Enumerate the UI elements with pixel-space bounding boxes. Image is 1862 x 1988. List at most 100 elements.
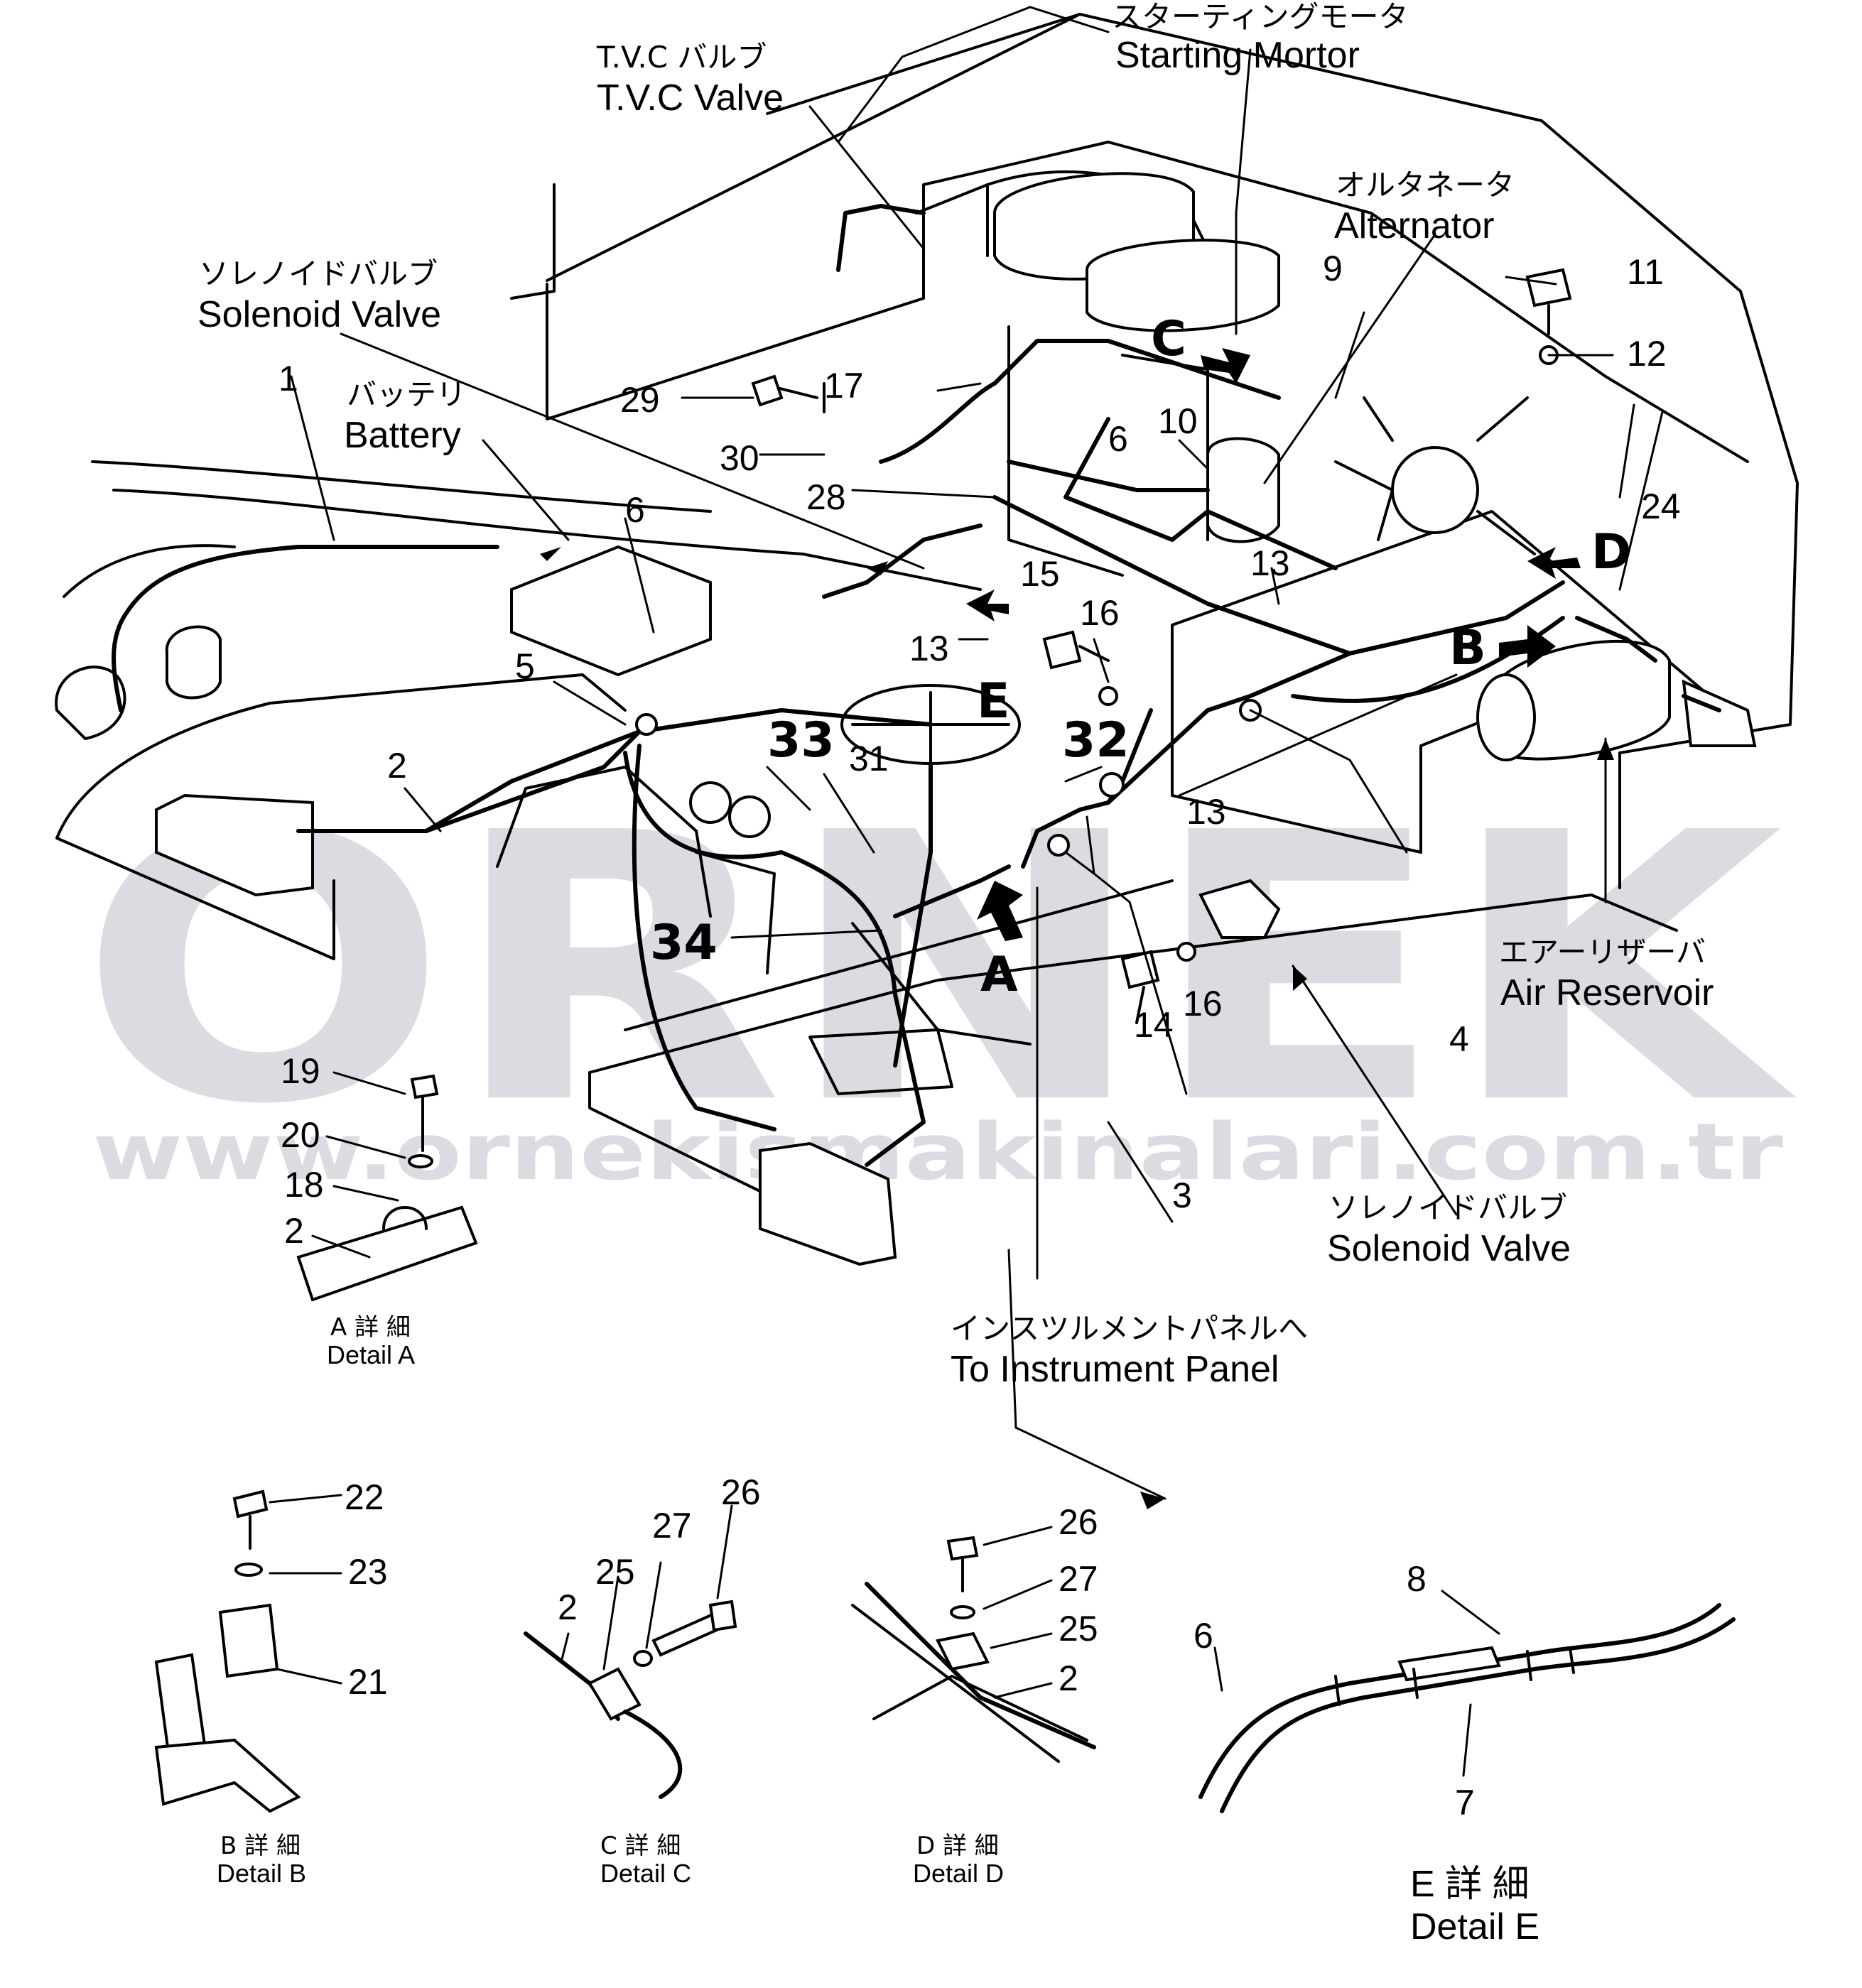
part-number: 2 bbox=[387, 746, 407, 786]
arrow-battery-icon bbox=[540, 547, 561, 561]
detail-b-jp: B 詳 細 bbox=[220, 1832, 301, 1860]
leader-lines bbox=[290, 6, 1664, 1500]
view-letter-c: C bbox=[1151, 311, 1186, 367]
solenoid-valve-bottom-en: Solenoid Valve bbox=[1327, 1228, 1571, 1269]
wiring-harness bbox=[112, 204, 1721, 1167]
part-number: 4 bbox=[1449, 1019, 1469, 1059]
part-number: 18 bbox=[284, 1165, 324, 1205]
watermark-url: www.ornekismakinalari.com.tr bbox=[92, 1107, 1783, 1197]
part-number: 26 bbox=[721, 1472, 761, 1512]
part-number: 31 bbox=[849, 739, 889, 778]
part-number: 7 bbox=[1455, 1783, 1475, 1823]
arrow-d-icon bbox=[1527, 547, 1581, 579]
part-number: 23 bbox=[348, 1552, 388, 1592]
alternator-jp: オルタネータ bbox=[1336, 168, 1515, 202]
part-number: 19 bbox=[281, 1051, 320, 1091]
part-number: 6 bbox=[1193, 1616, 1213, 1656]
view-letter-d: D bbox=[1591, 524, 1631, 580]
starting-motor-en: Starting Mortor bbox=[1115, 35, 1360, 76]
part-number: 16 bbox=[1080, 593, 1120, 633]
detail-e-jp: E 詳 細 bbox=[1410, 1864, 1530, 1905]
part-number: 12 bbox=[1627, 334, 1667, 374]
part-number: 29 bbox=[620, 380, 660, 420]
solenoid-valve-top-en: Solenoid Valve bbox=[197, 294, 441, 335]
part-number: 3 bbox=[1172, 1175, 1192, 1215]
arrow-solenoid-bottom-icon bbox=[1293, 966, 1307, 991]
view-letters: A B C D E bbox=[977, 311, 1631, 1003]
battery-jp: バッテリ bbox=[347, 377, 466, 412]
arrow-panel-icon bbox=[1140, 1492, 1165, 1509]
view-arrows bbox=[540, 348, 1614, 1509]
tvc-valve-jp: T.V.C バルブ bbox=[596, 40, 767, 75]
arrow-reservoir-icon bbox=[1597, 739, 1614, 760]
detail-d: 26 27 25 2 D 詳 細 Detail D bbox=[851, 1502, 1098, 1888]
battery-en: Battery bbox=[344, 415, 461, 456]
air-reservoir-jp: エアーリザーバ bbox=[1499, 935, 1706, 969]
part-number: 11 bbox=[1627, 252, 1664, 292]
detail-c: 2 25 27 26 C 詳 細 Detail C bbox=[524, 1472, 761, 1888]
air-reservoir-en: Air Reservoir bbox=[1500, 972, 1714, 1014]
part-number: 25 bbox=[595, 1552, 635, 1592]
view-letter-e: E bbox=[977, 673, 1010, 729]
part-number: 16 bbox=[1183, 984, 1223, 1023]
part-number: 21 bbox=[348, 1662, 388, 1702]
part-number: 25 bbox=[1059, 1609, 1098, 1648]
part-number: 10 bbox=[1158, 401, 1198, 441]
part-number: 24 bbox=[1641, 487, 1681, 526]
arrow-b-icon bbox=[1499, 625, 1556, 668]
arrow-e-icon bbox=[966, 590, 1009, 621]
part-number: 30 bbox=[720, 438, 759, 478]
instrument-panel-jp: インスツルメントパネルへ bbox=[951, 1311, 1308, 1346]
detail-d-en: Detail D bbox=[913, 1859, 1004, 1888]
watermark-brand: ORNEK bbox=[78, 754, 1799, 1185]
tvc-valve-en: T.V.C Valve bbox=[597, 77, 784, 119]
part-number: 20 bbox=[281, 1115, 320, 1155]
part-number: 13 bbox=[909, 629, 949, 668]
starting-motor-jp: スターティングモータ bbox=[1112, 0, 1408, 34]
part-number: 34 bbox=[650, 915, 718, 971]
arrow-c-icon bbox=[1201, 348, 1250, 384]
detail-b-en: Detail B bbox=[217, 1859, 306, 1888]
part-number: 33 bbox=[767, 712, 835, 768]
callout-labels: スターティングモータ Starting Mortor T.V.C バルブ T.V… bbox=[197, 0, 1714, 1390]
part-number: 2 bbox=[1059, 1658, 1078, 1698]
solenoid-valve-bottom-jp: ソレノイドバルブ bbox=[1328, 1190, 1567, 1225]
solenoid-valve-top-jp: ソレノイドバルブ bbox=[199, 256, 438, 291]
part-number: 17 bbox=[824, 366, 864, 406]
part-number: 6 bbox=[1108, 419, 1128, 459]
detail-d-jp: D 詳 細 bbox=[916, 1832, 999, 1860]
part-number: 2 bbox=[558, 1587, 578, 1627]
arrow-solenoid-icon bbox=[867, 561, 888, 575]
detail-c-en: Detail C bbox=[600, 1859, 691, 1888]
detail-e: 8 6 7 E 詳 細 Detail E bbox=[1193, 1559, 1736, 1948]
part-number: 15 bbox=[1020, 554, 1060, 594]
part-number: 27 bbox=[652, 1506, 692, 1546]
part-number: 2 bbox=[284, 1211, 304, 1251]
part-number: 26 bbox=[1059, 1502, 1098, 1542]
part-number: 32 bbox=[1062, 712, 1130, 768]
part-number: 6 bbox=[625, 490, 645, 530]
part-numbers: 1 2 3 4 5 6 6 9 10 11 12 13 13 13 14 15 … bbox=[278, 249, 1681, 1215]
part-number: 9 bbox=[1323, 249, 1343, 288]
part-number: 28 bbox=[806, 477, 846, 517]
view-letter-a: A bbox=[980, 947, 1018, 1003]
part-number: 22 bbox=[345, 1477, 384, 1517]
detail-a-en: Detail A bbox=[327, 1340, 415, 1369]
detail-b: 22 23 21 B 詳 細 Detail B bbox=[154, 1477, 388, 1888]
part-number: 8 bbox=[1407, 1559, 1427, 1599]
arrow-a-icon bbox=[977, 881, 1023, 941]
detail-a-jp: A 詳 細 bbox=[330, 1313, 411, 1342]
part-number: 1 bbox=[278, 359, 298, 398]
alternator-en: Alternator bbox=[1334, 205, 1494, 246]
detail-c-jp: C 詳 細 bbox=[600, 1832, 681, 1860]
instrument-panel-en: To Instrument Panel bbox=[951, 1349, 1279, 1390]
part-number: 27 bbox=[1059, 1559, 1098, 1599]
view-letter-b: B bbox=[1449, 620, 1486, 676]
detail-a: 19 20 18 2 A 詳 細 Detail A bbox=[281, 1051, 478, 1369]
part-number: 5 bbox=[515, 646, 535, 686]
part-number: 14 bbox=[1134, 1005, 1174, 1045]
watermark: ORNEK www.ornekismakinalari.com.tr bbox=[78, 754, 1799, 1197]
part-number: 13 bbox=[1186, 792, 1226, 832]
